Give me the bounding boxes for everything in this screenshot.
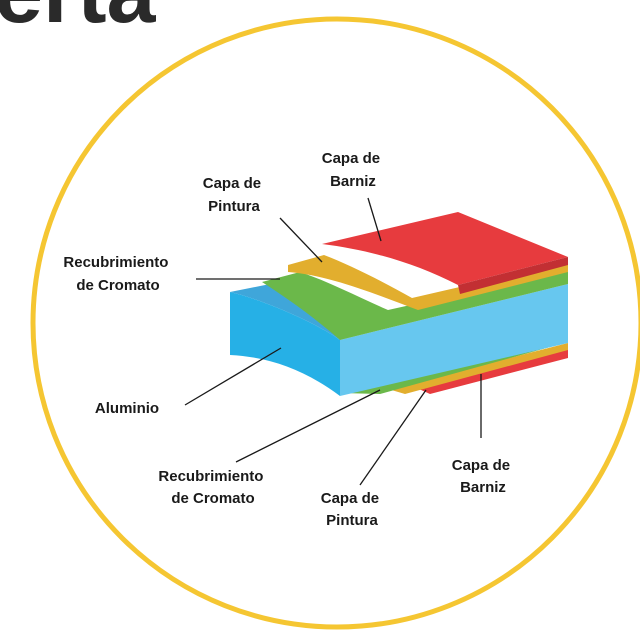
heading-text: erta	[0, 0, 156, 41]
leader-aluminio	[184, 347, 282, 406]
pintura-bottom-layer	[388, 343, 568, 394]
leader-cromato-bottom	[235, 389, 381, 463]
leader-barniz-top	[367, 197, 382, 242]
label-aluminio: Aluminio	[95, 400, 159, 417]
label-cromato-bottom: Recubrimiento de Cromato	[158, 468, 267, 507]
circle-frame	[30, 16, 640, 630]
label-barniz-bottom: Capa de Barniz	[452, 457, 515, 496]
label-pintura-top: Capa de Pintura	[203, 175, 266, 215]
aluminio-side-face	[340, 284, 568, 396]
barniz-top-edge	[458, 257, 568, 294]
leader-pintura-bottom	[359, 389, 427, 486]
label-cromato-top: Recubrimiento de Cromato	[63, 254, 172, 294]
label-barniz-top: Capa de Barniz	[322, 150, 385, 190]
leader-lines	[184, 197, 482, 486]
label-pintura-bottom: Capa de Pintura	[321, 490, 384, 529]
pintura-top-layer	[288, 255, 568, 310]
aluminio-front-face	[230, 292, 340, 396]
leader-pintura-top	[279, 217, 323, 263]
barniz-top-face	[322, 212, 568, 285]
